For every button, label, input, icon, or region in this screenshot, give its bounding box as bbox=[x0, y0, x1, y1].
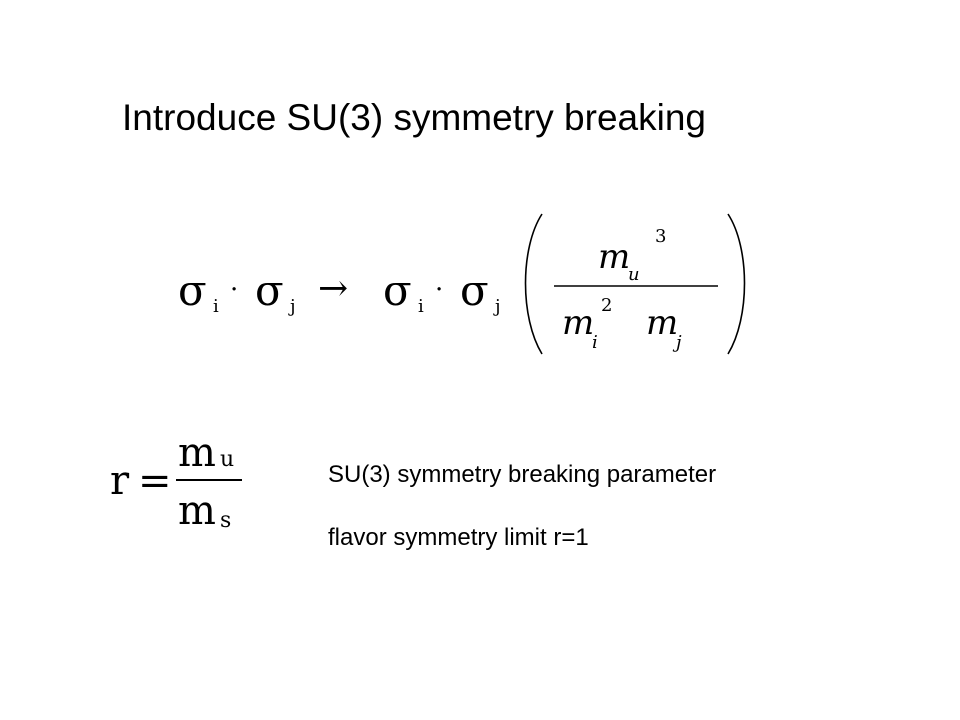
left-parenthesis bbox=[524, 213, 543, 355]
index-j-lhs: j bbox=[288, 296, 296, 317]
ratio-numerator-sub-u: u bbox=[220, 447, 234, 472]
arrow-symbol: → bbox=[318, 268, 348, 309]
index-i-rhs: i bbox=[418, 296, 424, 317]
index-i-lhs: i bbox=[213, 296, 219, 317]
index-j-rhs: j bbox=[493, 296, 501, 317]
denominator-mass-i: m bbox=[562, 303, 594, 343]
ratio-svg: r = m u m s bbox=[110, 430, 242, 534]
denominator-sub-i: i bbox=[592, 332, 598, 353]
denominator-mass-j: m bbox=[646, 303, 678, 343]
limit-note: flavor symmetry limit r=1 bbox=[328, 524, 589, 551]
formula-svg: σ i · σ j → σ i · σ j m u 3 m i 2 m bbox=[178, 213, 746, 355]
ratio-equals: = bbox=[138, 458, 172, 504]
denominator-power-2: 2 bbox=[601, 295, 612, 316]
sigma-j-lhs: σ bbox=[255, 266, 284, 315]
slide-title: Introduce SU(3) symmetry breaking bbox=[122, 97, 706, 138]
sigma-i-lhs: σ bbox=[178, 266, 207, 315]
numerator-power-3: 3 bbox=[655, 226, 666, 247]
ratio-numerator-mass: m bbox=[178, 430, 216, 476]
symmetry-breaking-formula: σ i · σ j → σ i · σ j m u 3 m i 2 m bbox=[170, 208, 760, 358]
ratio-lhs: r bbox=[110, 458, 130, 504]
dot-rhs: · bbox=[435, 275, 443, 305]
parameter-note: SU(3) symmetry breaking parameter bbox=[328, 461, 717, 488]
numerator-mass: m bbox=[598, 237, 630, 277]
right-parenthesis bbox=[727, 213, 746, 355]
ratio-denominator-mass: m bbox=[178, 488, 216, 534]
dot-lhs: · bbox=[230, 275, 238, 305]
sigma-i-rhs: σ bbox=[383, 266, 412, 315]
numerator-sub-u: u bbox=[628, 264, 640, 285]
ratio-formula: r = m u m s bbox=[108, 424, 268, 544]
denominator-sub-j: j bbox=[672, 332, 682, 353]
ratio-denominator-sub-s: s bbox=[220, 508, 231, 533]
sigma-j-rhs: σ bbox=[460, 266, 489, 315]
